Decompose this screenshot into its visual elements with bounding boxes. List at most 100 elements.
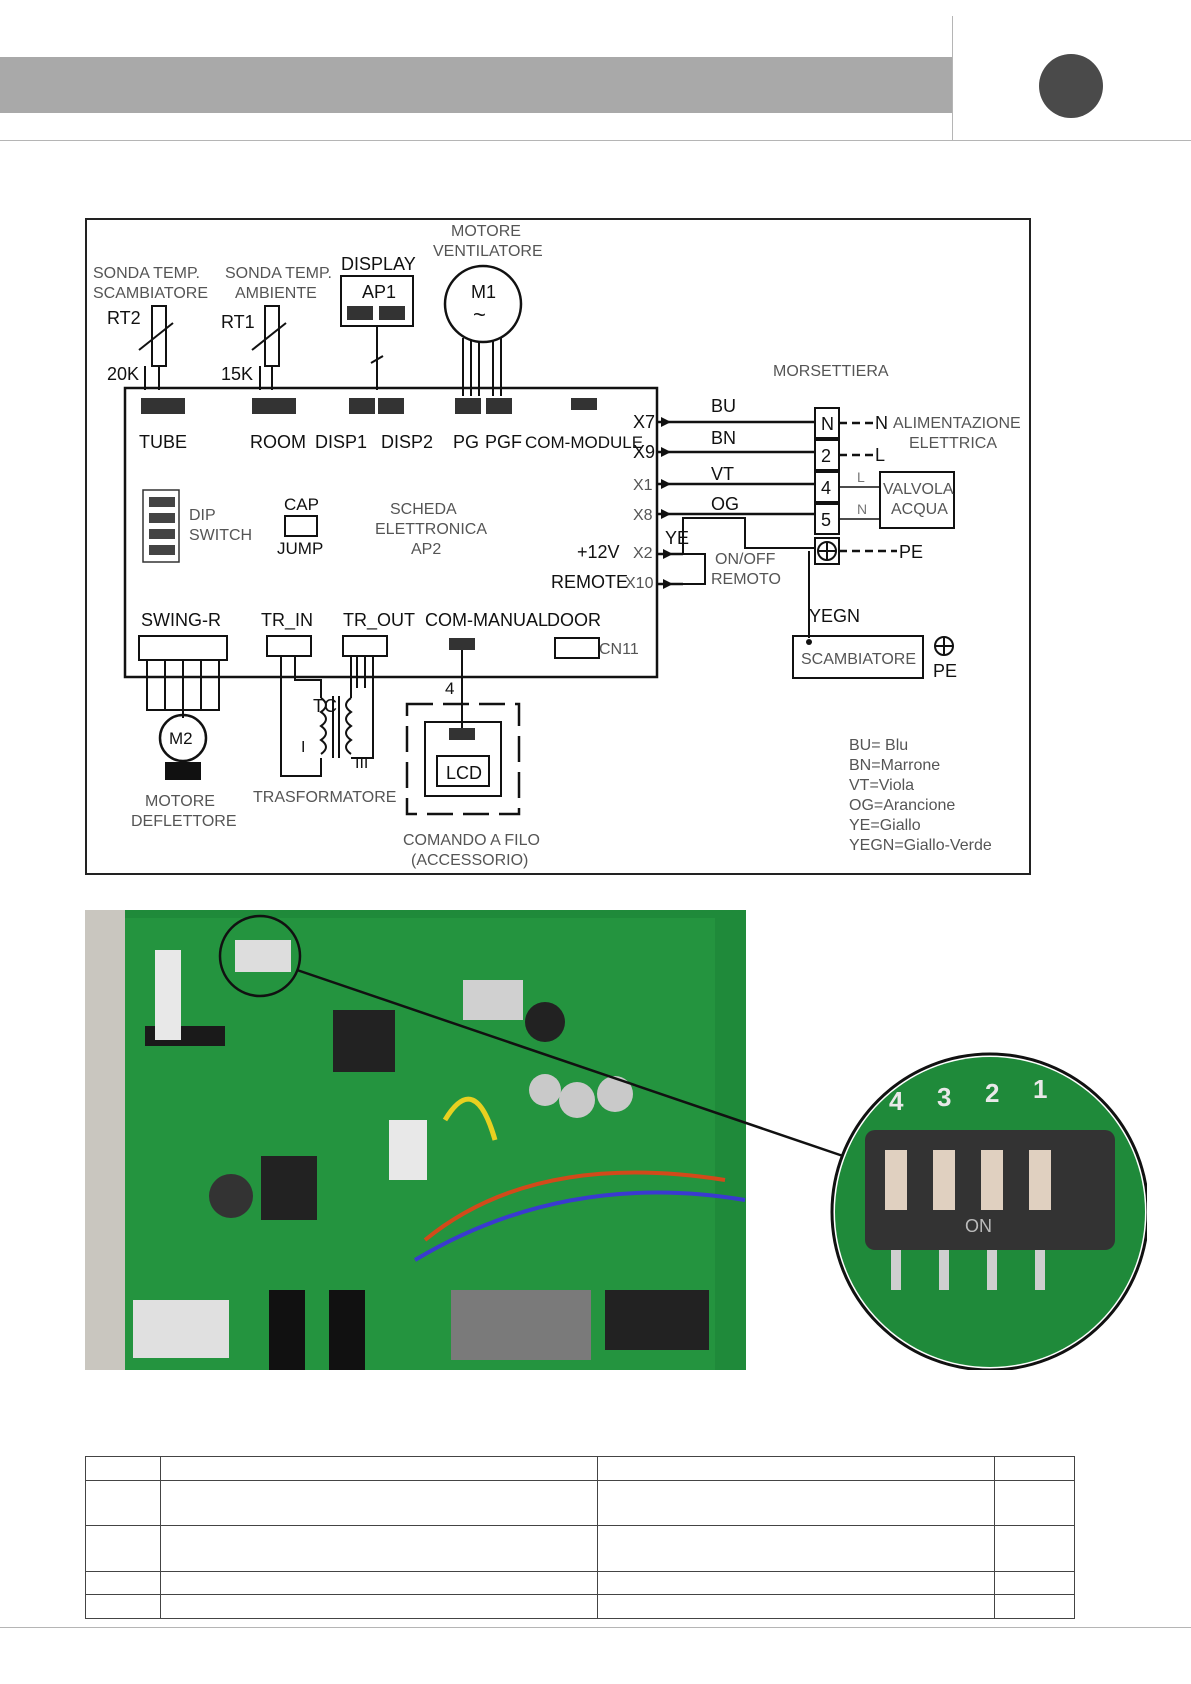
scambiatore-label: SCAMBIATORE (801, 651, 916, 668)
sonda-ambiente-line2: AMBIENTE (235, 285, 317, 302)
table-cell (597, 1594, 996, 1619)
comando-line2: (ACCESSORIO) (411, 852, 528, 869)
rt2-value: 20K (107, 364, 139, 384)
dip-number: 2 (985, 1078, 999, 1108)
pe-scambiatore: PE (933, 661, 957, 681)
onoff-line2: REMOTO (711, 571, 781, 588)
rt1-value: 15K (221, 364, 253, 384)
pin-x2: X2 (633, 545, 653, 562)
dip-on-label: ON (965, 1216, 992, 1236)
wire-og: OG (711, 494, 739, 514)
table-row (85, 1594, 1075, 1619)
legend-item: YE=Giallo (849, 817, 921, 834)
lcd-label: LCD (446, 763, 482, 783)
table-cell (85, 1480, 161, 1526)
sonda-scambiatore-line2: SCAMBIATORE (93, 285, 208, 302)
pin-x10: X10 (625, 575, 654, 592)
ap1-label: AP1 (362, 282, 396, 302)
table-cell (85, 1456, 161, 1481)
motore-deflettore-line1: MOTORE (145, 793, 215, 810)
header-bar (0, 57, 952, 113)
table-cell (159, 1480, 599, 1526)
wire-ye: YE (665, 528, 689, 548)
dip-switch-line1: DIP (189, 507, 216, 524)
terminal-2: 2 (821, 446, 831, 466)
table-cell (85, 1525, 161, 1572)
connector-cn11: CN11 (599, 641, 639, 658)
dip-switch-line2: SWITCH (189, 527, 252, 544)
table-row (85, 1571, 1075, 1595)
connector-tr-in: TR_IN (261, 610, 313, 631)
table-cell (994, 1571, 1075, 1595)
dip-number: 1 (1033, 1074, 1047, 1104)
connector-tr-out: TR_OUT (343, 610, 415, 631)
scheda-line3: AP2 (411, 541, 441, 558)
winding-i: I (301, 739, 305, 756)
m2-label: M2 (169, 729, 193, 748)
alimentazione-line1: ALIMENTAZIONE (893, 415, 1021, 432)
connector-door: DOOR (547, 610, 601, 630)
table-cell (994, 1456, 1075, 1481)
dip-number: 3 (937, 1082, 951, 1112)
footer-rule (0, 1627, 1191, 1628)
connector-tube: TUBE (139, 432, 187, 452)
scheda-line2: ELETTRONICA (375, 521, 487, 538)
alim-l: L (875, 445, 885, 465)
motore-ventilatore-line1: MOTORE (451, 223, 521, 240)
connector-room: ROOM (250, 432, 306, 452)
onoff-line1: ON/OFF (715, 551, 776, 568)
table-cell (597, 1525, 996, 1572)
legend-item: BU= Blu (849, 737, 908, 754)
wire-bu: BU (711, 396, 736, 416)
wire-count: 4 (445, 679, 454, 698)
table-cell (159, 1525, 599, 1572)
legend-item: VT=Viola (849, 777, 914, 794)
pin-x8: X8 (633, 507, 653, 524)
pe-label: PE (899, 542, 923, 562)
connector-com-module: COM-MODULE (525, 433, 643, 452)
terminal-5: 5 (821, 510, 831, 530)
morsettiera-label: MORSETTIERA (773, 363, 889, 380)
dip-highlight-circle (218, 914, 302, 998)
table-cell (994, 1525, 1075, 1572)
header-rule (0, 140, 1191, 141)
m1-symbol: ~ (473, 302, 486, 327)
table-cell (994, 1480, 1075, 1526)
motore-deflettore-line2: DEFLETTORE (131, 813, 237, 830)
table-row (85, 1525, 1075, 1572)
plus12v-label: +12V (577, 542, 620, 562)
alim-n: N (875, 413, 888, 433)
cap-label: CAP (284, 495, 319, 514)
scheda-line1: SCHEDA (390, 501, 457, 518)
m1-label: M1 (471, 282, 496, 302)
pin-x7: X7 (633, 412, 655, 432)
wire-vt: VT (711, 464, 734, 484)
terminal-n: N (821, 414, 834, 434)
motore-ventilatore-line2: VENTILATORE (433, 243, 543, 260)
legend-item: OG=Arancione (849, 797, 955, 814)
rt2-label: RT2 (107, 308, 141, 328)
legend-item: BN=Marrone (849, 757, 940, 774)
valvola-l: L (857, 469, 865, 485)
pin-x9: X9 (633, 442, 655, 462)
spec-table (85, 1456, 1075, 1619)
header-divider (952, 16, 953, 141)
wire-yegn: YEGN (809, 606, 860, 626)
table-cell (597, 1571, 996, 1595)
dip-number: 4 (889, 1086, 904, 1116)
tc-label: TC (313, 696, 337, 716)
sonda-scambiatore-line1: SONDA TEMP. (93, 265, 200, 282)
table-cell (597, 1456, 996, 1481)
wire-bn: BN (711, 428, 736, 448)
table-cell (159, 1571, 599, 1595)
winding-iii: III (355, 755, 368, 772)
connector-swing-r: SWING-R (141, 610, 221, 630)
connector-pgf: PGF (485, 432, 522, 452)
table-cell (85, 1594, 161, 1619)
table-row (85, 1480, 1075, 1526)
pcb-photo: 4 3 2 1 ON (85, 910, 1147, 1370)
connector-disp1: DISP1 (315, 432, 367, 452)
valvola-line2: ACQUA (891, 501, 948, 518)
table-row (85, 1456, 1075, 1481)
legend-item: YEGN=Giallo-Verde (849, 837, 992, 854)
